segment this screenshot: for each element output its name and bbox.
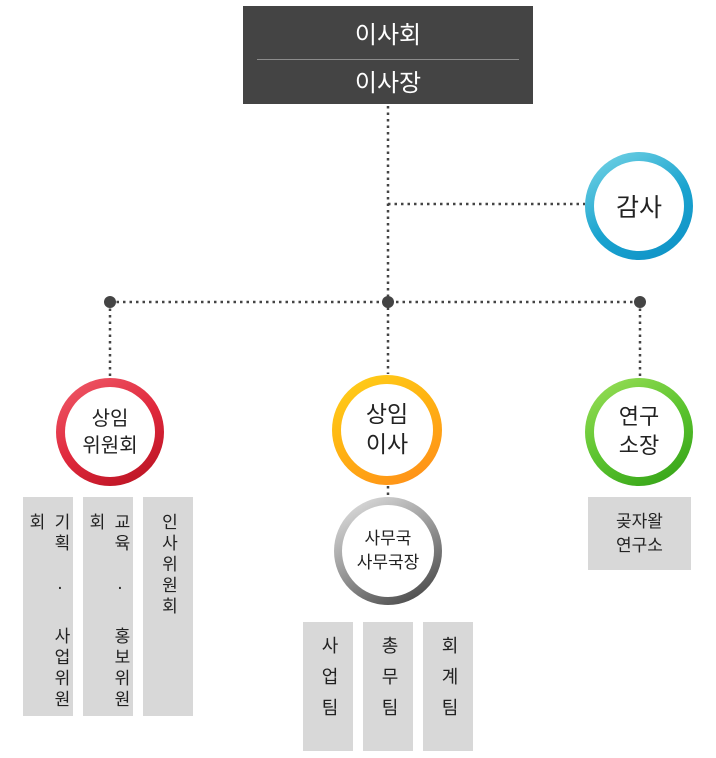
team-box-general: 총무팀 [363, 622, 413, 751]
institute-line2: 연구소 [616, 535, 663, 556]
team-label-general: 총무팀 [378, 636, 399, 729]
standing-committee-node: 상임 위원회 [56, 378, 164, 486]
junction-dot-right [634, 296, 646, 308]
committee-label-education: 교육 · 홍보위원회 [85, 513, 130, 711]
junction-dot-left [104, 296, 116, 308]
standing-director-line2: 이사 [365, 432, 409, 458]
secretariat-line2: 사무국장 [356, 553, 420, 573]
standing-committee-line1: 상임 [91, 406, 129, 430]
board-box: 이사회 이사장 [243, 6, 533, 104]
auditor-node: 감사 [585, 152, 693, 260]
team-box-accounting: 회계팀 [423, 622, 473, 751]
committee-box-planning: 기획 · 사업위원회 [23, 497, 73, 716]
standing-director-line1: 상임 [365, 402, 409, 428]
standing-director-node: 상임 이사 [332, 375, 442, 485]
team-label-business: 사업팀 [318, 636, 339, 729]
research-line2: 소장 [618, 434, 660, 459]
secretariat-line1: 사무국 [364, 529, 412, 549]
junction-dot-center [382, 296, 394, 308]
research-line1: 연구 [618, 405, 660, 430]
board-divider [257, 59, 519, 60]
team-box-business: 사업팀 [303, 622, 353, 751]
board-title: 이사회 [354, 21, 422, 49]
research-institute-box: 곶자왈 연구소 [588, 497, 691, 570]
committee-label-planning: 기획 · 사업위원회 [25, 513, 70, 711]
secretariat-node: 사무국 사무국장 [334, 497, 442, 605]
committee-label-personnel: 인사위원회 [157, 513, 178, 618]
institute-line1: 곶자왈 [616, 511, 663, 532]
auditor-label: 감사 [615, 193, 662, 222]
team-label-accounting: 회계팀 [438, 636, 459, 729]
committee-box-personnel: 인사위원회 [143, 497, 193, 716]
committee-box-education: 교육 · 홍보위원회 [83, 497, 133, 716]
research-director-node: 연구 소장 [585, 378, 693, 486]
board-chair: 이사장 [354, 69, 422, 97]
standing-committee-line2: 위원회 [82, 433, 138, 457]
